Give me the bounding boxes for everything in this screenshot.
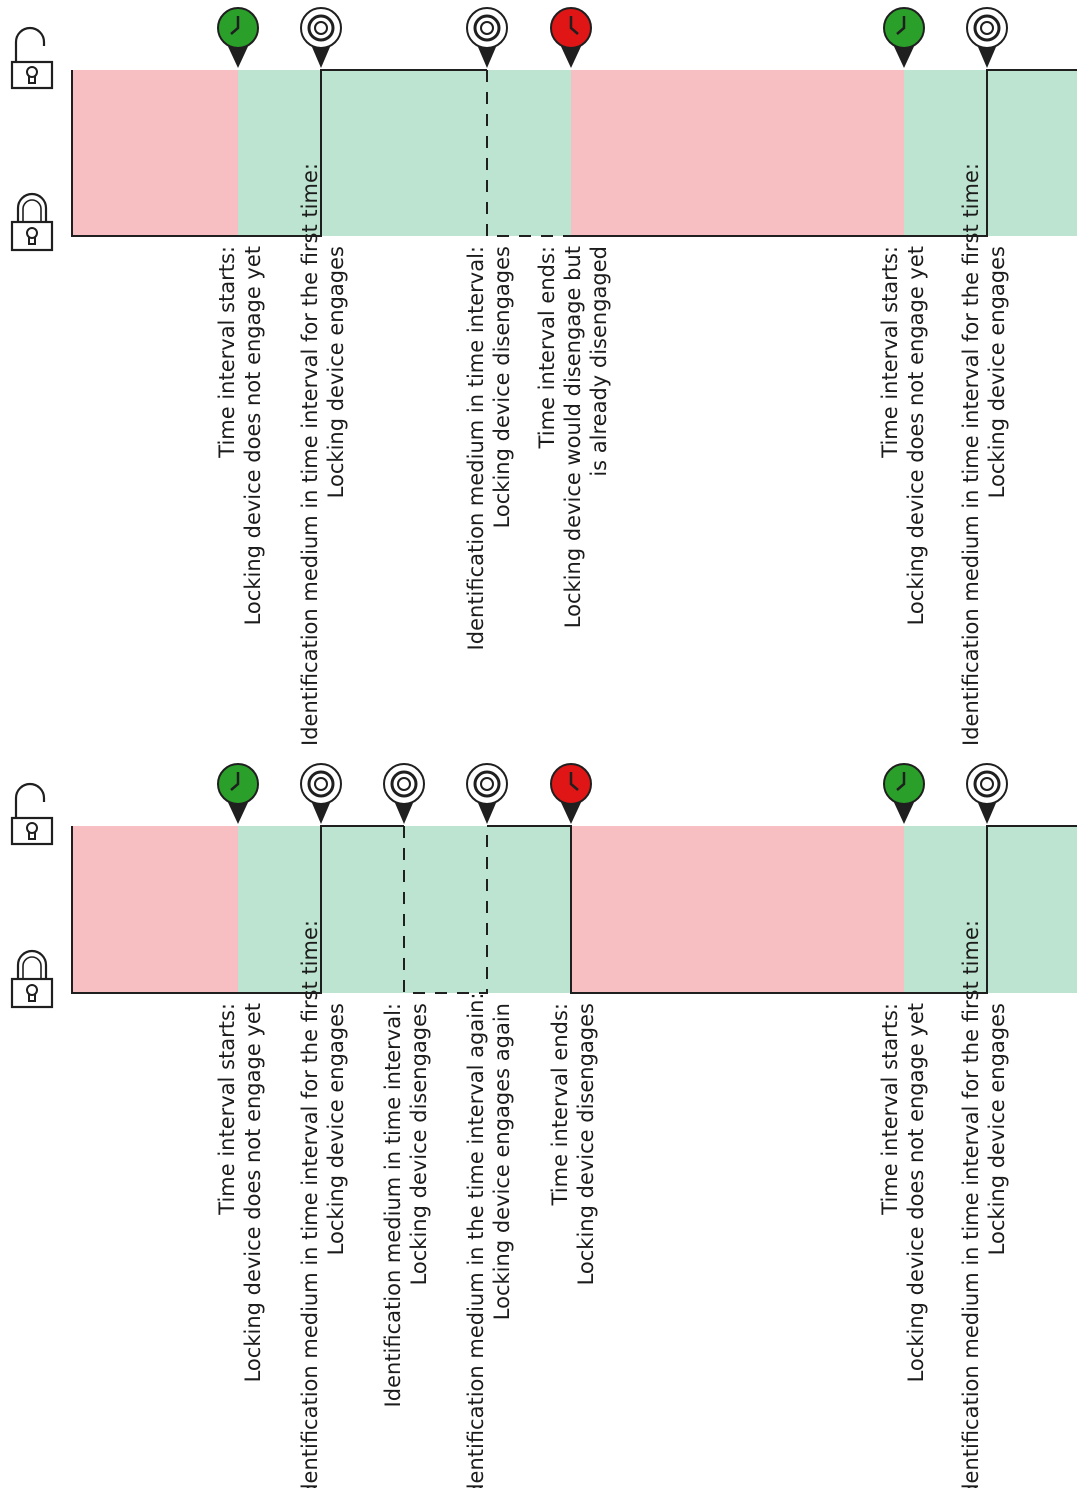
event-label: Time interval starts: Locking device doe… <box>878 246 928 626</box>
unlocked-band <box>904 826 1077 993</box>
locked-band <box>571 826 904 993</box>
event-label: Time interval starts: Locking device doe… <box>215 1003 265 1383</box>
padlock-closed-icon <box>10 192 54 252</box>
padlock-closed-icon <box>10 949 54 1009</box>
identification-medium-icon <box>966 763 1008 824</box>
identification-medium-icon <box>300 7 342 68</box>
event-label: Identification medium in time interval f… <box>959 163 1009 744</box>
event-label: Identification medium in the time interv… <box>464 992 514 1488</box>
timeline-diagram-top <box>10 7 1077 252</box>
lock-state-line <box>71 825 404 994</box>
lock-state-line <box>571 69 1077 237</box>
lock-state-dashed-line <box>486 70 571 237</box>
event-label: Time interval starts: Locking device doe… <box>878 1003 928 1383</box>
event-label: Identification medium in time interval f… <box>298 163 348 744</box>
event-label: Time interval starts: Locking device doe… <box>215 246 265 626</box>
lock-state-line <box>487 825 1077 994</box>
locked-band <box>72 70 238 236</box>
clock-red-icon <box>550 7 592 68</box>
lock-state-line <box>71 69 487 237</box>
locked-band <box>72 826 238 993</box>
event-label: Time interval ends: Locking device would… <box>535 246 611 629</box>
clock-green-icon <box>217 763 259 824</box>
timeline-panel-bottom: Time interval starts: Locking device doe… <box>0 744 1077 1488</box>
timeline-panel-top: Time interval starts: Locking device doe… <box>10 7 1077 744</box>
timeline-diagram-bottom <box>10 763 1077 1009</box>
unlocked-band <box>904 70 1077 236</box>
unlocked-band <box>238 70 571 236</box>
padlock-open-icon <box>10 26 54 90</box>
locked-band <box>571 70 904 236</box>
identification-medium-icon <box>466 763 508 824</box>
identification-medium-icon <box>300 763 342 824</box>
clock-green-icon <box>217 7 259 68</box>
clock-green-icon <box>883 763 925 824</box>
padlock-open-icon <box>10 782 54 846</box>
event-label: Time interval ends: Locking device disen… <box>548 1003 598 1286</box>
event-label: Identification medium in time interval: … <box>381 1003 431 1408</box>
clock-green-icon <box>883 7 925 68</box>
event-label: Identification medium in time interval f… <box>959 920 1009 1488</box>
event-label: Identification medium in time interval: … <box>464 246 514 651</box>
identification-medium-icon <box>966 7 1008 68</box>
identification-medium-icon <box>383 763 425 824</box>
lock-state-dashed-line <box>403 826 488 994</box>
event-label: Identification medium in time interval f… <box>298 920 348 1488</box>
clock-red-icon <box>550 763 592 824</box>
identification-medium-icon <box>466 7 508 68</box>
